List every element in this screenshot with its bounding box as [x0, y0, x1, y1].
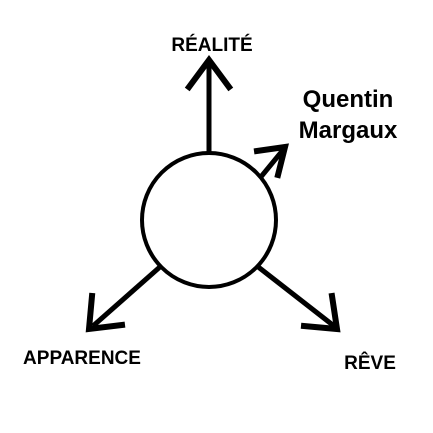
arrow-down-right-reve [255, 264, 341, 333]
arrow-up-realite [184, 54, 234, 153]
label-name-last: Margaux [299, 117, 398, 144]
label-realite: RÉALITÉ [171, 34, 252, 56]
label-reve: RÊVE [344, 352, 396, 374]
center-circle [140, 151, 278, 289]
label-apparence: APPARENCE [23, 348, 141, 369]
arrow-up-right-name [253, 143, 289, 180]
label-name-first: Quentin [303, 86, 394, 113]
arrow-down-left-apparence [85, 264, 163, 333]
